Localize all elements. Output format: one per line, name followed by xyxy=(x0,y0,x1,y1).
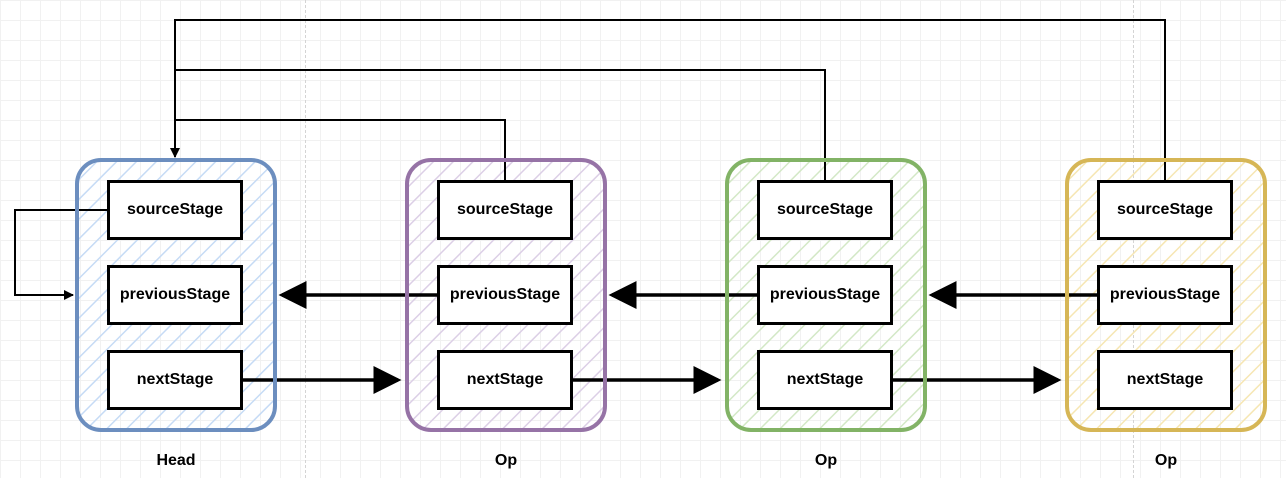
op3-next-stage-field: nextStage xyxy=(1097,350,1233,410)
op1-previous-stage-field: previousStage xyxy=(437,265,573,325)
head-node-caption: Head xyxy=(156,452,196,469)
op2-next-stage-field: nextStage xyxy=(757,350,893,410)
head-source-stage-field: sourceStage xyxy=(107,180,243,240)
op3-source-stage-field: sourceStage xyxy=(1097,180,1233,240)
op-node-3-caption: Op xyxy=(1154,452,1178,469)
op-node-2-caption: Op xyxy=(814,452,838,469)
op-node-1-caption: Op xyxy=(494,452,518,469)
head-next-stage-field: nextStage xyxy=(107,350,243,410)
op-node-3 xyxy=(1065,158,1267,432)
op2-previous-stage-field: previousStage xyxy=(757,265,893,325)
op-node-2 xyxy=(725,158,927,432)
page-boundary-line xyxy=(305,0,306,478)
head-node xyxy=(75,158,277,432)
op1-source-stage-field: sourceStage xyxy=(437,180,573,240)
op2-source-stage-field: sourceStage xyxy=(757,180,893,240)
source-link-op3-to-head xyxy=(170,19,1166,180)
op-node-1 xyxy=(405,158,607,432)
source-link-op2-to-head xyxy=(175,69,826,180)
op1-next-stage-field: nextStage xyxy=(437,350,573,410)
source-link-head-self xyxy=(14,209,107,300)
op3-previous-stage-field: previousStage xyxy=(1097,265,1233,325)
head-previous-stage-field: previousStage xyxy=(107,265,243,325)
